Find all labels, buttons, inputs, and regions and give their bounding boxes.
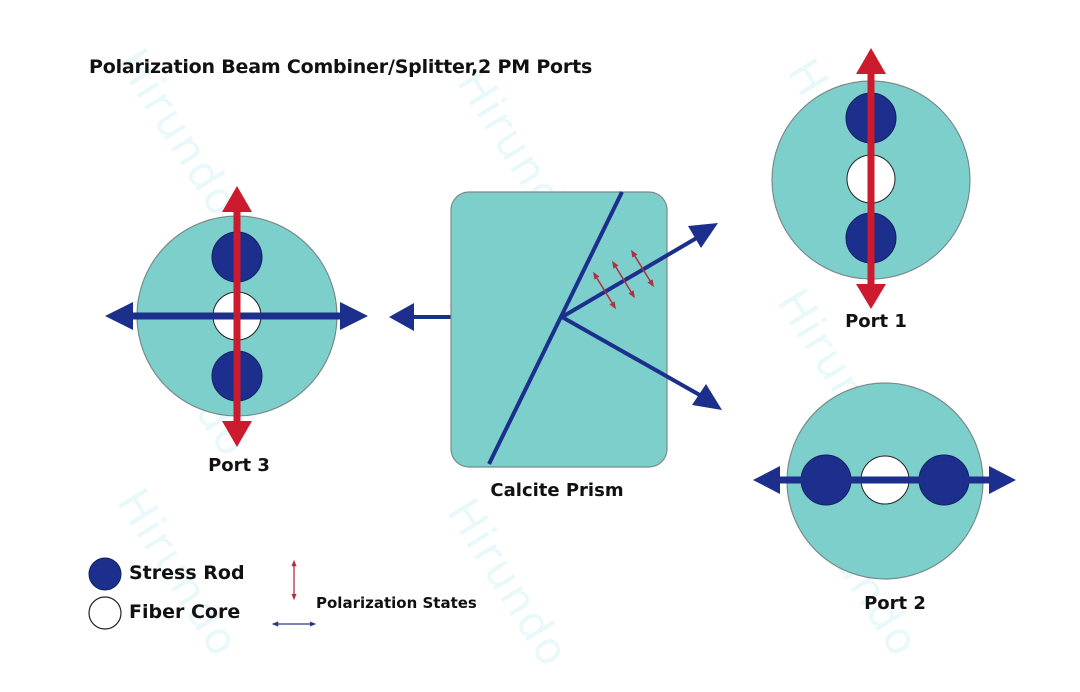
port3-arrowhead-up xyxy=(222,186,252,212)
port3-arrowhead-right xyxy=(340,302,368,330)
beam-to-port1-arrowhead xyxy=(688,223,718,248)
polarization-marker xyxy=(612,260,635,299)
diagram-title: Polarization Beam Combiner/Splitter,2 PM… xyxy=(89,56,593,78)
port2-arrowhead-left xyxy=(753,466,780,494)
port1-fiber xyxy=(771,48,971,309)
port3-label: Port 3 xyxy=(208,455,270,476)
prism-interface xyxy=(487,191,624,465)
beam-to-port3-arrowhead xyxy=(389,303,414,331)
port2-label: Port 2 xyxy=(864,593,926,614)
port2-arrowhead-right xyxy=(989,466,1016,494)
prism-label: Calcite Prism xyxy=(490,480,624,501)
beam-to-port2-arrowhead xyxy=(692,384,722,410)
legend-fiber-core-swatch xyxy=(88,596,122,630)
port3-arrowhead-left xyxy=(105,302,133,330)
polarization-marker xyxy=(593,271,616,310)
port2-fiber xyxy=(753,382,1016,580)
beam-to-port2 xyxy=(561,315,706,400)
port3-arrowhead-down xyxy=(222,421,252,447)
port1-arrowhead-up xyxy=(856,48,886,74)
legend-polarization-states-label: Polarization States xyxy=(316,594,477,612)
port1-arrowhead-down xyxy=(856,284,886,309)
legend-stress-rod-label: Stress Rod xyxy=(129,562,245,584)
prism-body xyxy=(450,191,668,468)
calcite-prism xyxy=(450,191,722,468)
legend-fiber-core-label: Fiber Core xyxy=(129,601,241,623)
port3-fiber xyxy=(105,186,368,447)
legend-stress-rod-swatch xyxy=(88,557,122,591)
port1-label: Port 1 xyxy=(845,311,907,332)
polarization-marker xyxy=(631,249,654,288)
